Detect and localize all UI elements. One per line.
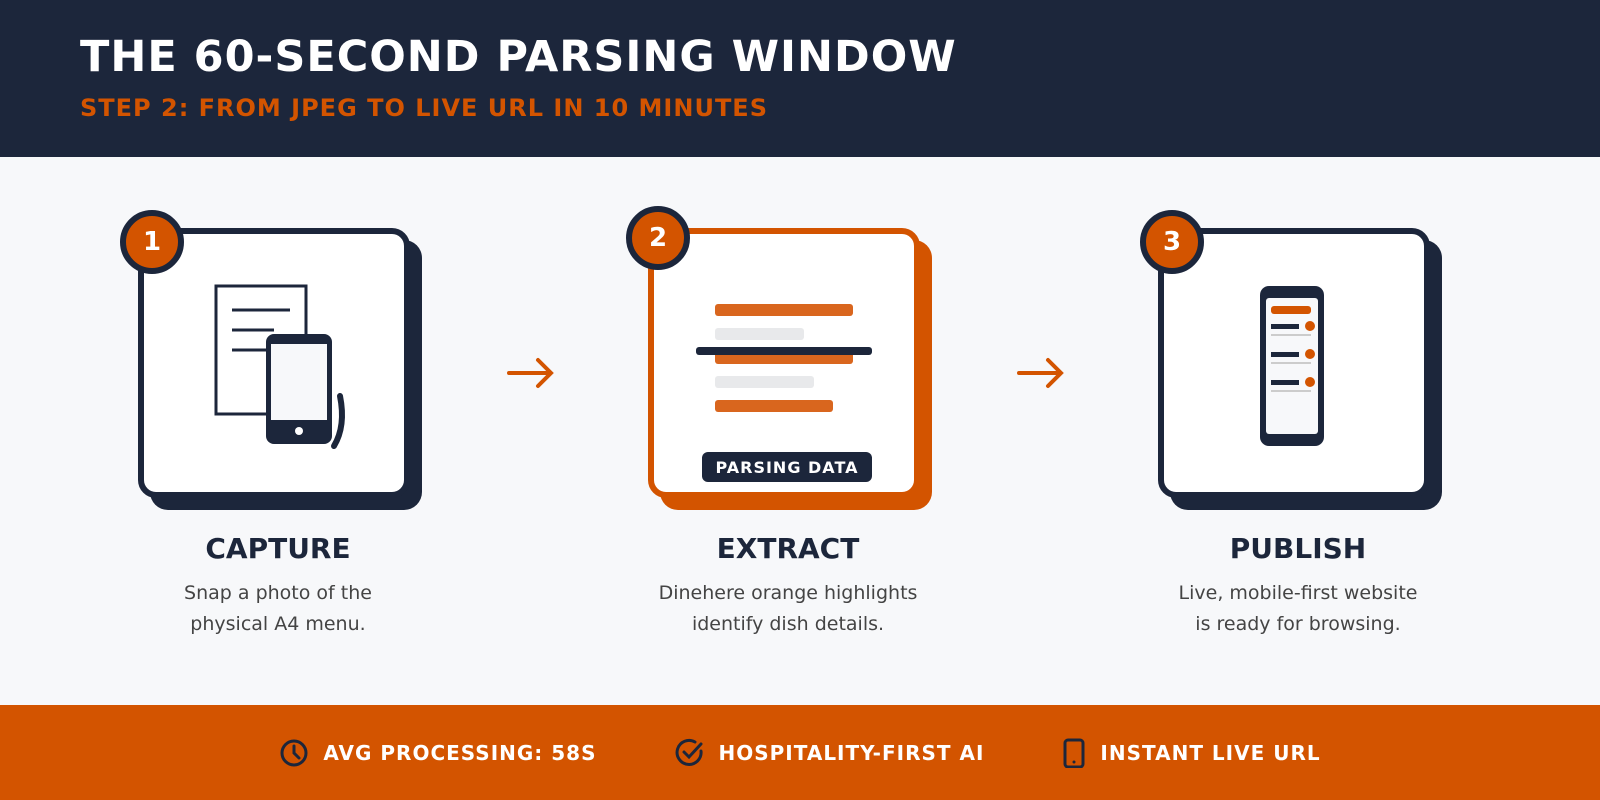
step-number-badge: 2 (626, 206, 690, 270)
parsing-data-badge: PARSING DATA (702, 452, 872, 482)
clock-icon (280, 739, 308, 766)
footer-item-processing: AVG PROCESSING: 58S (279, 738, 596, 768)
phone-icon (1063, 738, 1085, 768)
desc-line: Live, mobile-first website (1178, 582, 1418, 604)
footer-item-ai: HOSPITALITY-FIRST AI (675, 738, 985, 768)
desc-line: is ready for browsing. (1195, 613, 1401, 635)
header: THE 60-SECOND PARSING WINDOW STEP 2: FRO… (0, 0, 1600, 157)
footer-label: INSTANT LIVE URL (1100, 740, 1321, 765)
arrow-right-icon (1017, 358, 1064, 388)
step-number-badge: 1 (120, 210, 184, 274)
step-description: Snap a photo of the physical A4 menu. (78, 578, 478, 640)
scan-lines-icon (696, 304, 872, 412)
footer-label: HOSPITALITY-FIRST AI (718, 740, 985, 765)
page-title: THE 60-SECOND PARSING WINDOW (80, 32, 957, 82)
step-title: CAPTURE (205, 532, 351, 565)
desc-line: Snap a photo of the (184, 582, 372, 604)
arrow-right-icon (507, 358, 554, 388)
step-description: Dinehere orange highlights identify dish … (588, 578, 988, 640)
page-subtitle: STEP 2: FROM JPEG TO LIVE URL IN 10 MINU… (80, 94, 768, 122)
desc-line: Dinehere orange highlights (658, 582, 918, 604)
step-card: PARSING DATA (648, 228, 920, 498)
footer-item-url: INSTANT LIVE URL (1062, 738, 1320, 768)
desc-line: identify dish details. (691, 613, 885, 635)
menu-and-phone-icon (214, 284, 345, 449)
step-card (138, 228, 410, 498)
mobile-site-icon (1260, 286, 1324, 446)
step-card (1158, 228, 1430, 498)
step-description: Live, mobile-first website is ready for b… (1098, 578, 1498, 640)
step-title: PUBLISH (1229, 532, 1367, 565)
step-title: EXTRACT (716, 532, 860, 565)
step-number-badge: 3 (1140, 210, 1204, 274)
footer-label: AVG PROCESSING: 58S (323, 740, 597, 765)
footer-bar: AVG PROCESSING: 58S HOSPITALITY-FIRST AI… (0, 705, 1600, 800)
desc-line: physical A4 menu. (190, 613, 366, 635)
check-circle-icon (675, 738, 703, 766)
